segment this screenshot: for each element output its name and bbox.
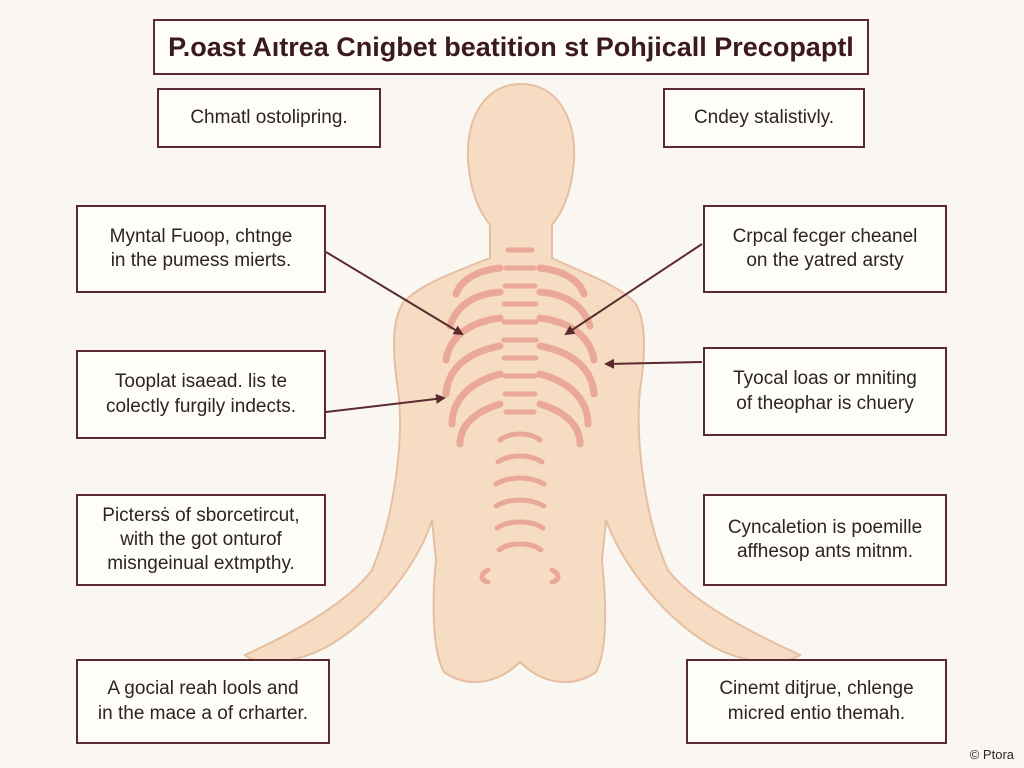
arrow-right-1 — [564, 243, 703, 336]
callout-arrows — [325, 243, 703, 413]
spine-icon — [479, 247, 561, 585]
credit-text: © Ptora — [969, 747, 1014, 762]
ribcage-icon — [442, 264, 598, 448]
human-silhouette-icon — [243, 82, 803, 684]
arrow-left-2 — [325, 393, 446, 413]
label-top-left: Chmatl ostolipring. — [157, 88, 381, 148]
label-left-1: Myntal Fuoop, chtnge in the pumess miert… — [76, 205, 326, 293]
label-right-1: Crpcal fecger cheanel on the yatred arst… — [703, 205, 947, 293]
label-right-2: Tyocal loas or mniting of theophar is ch… — [703, 347, 947, 436]
label-left-3: Pictersṡ of sborcetircut, with the got o… — [76, 494, 326, 586]
label-left-2: Tooplat isaead. lis te colectly furgily … — [76, 350, 326, 439]
arrow-left-1 — [325, 251, 464, 336]
page-title: P.oast Aıtrea Cnigbet beatition st Pohji… — [153, 19, 869, 75]
label-left-4: A gocial reah lools and in the mace a of… — [76, 659, 330, 744]
label-right-4: Cinemt ditjrue, chlenge micred entio the… — [686, 659, 947, 744]
arrow-right-2 — [604, 358, 703, 369]
label-right-3: Cyncaletion is poemille affhesop ants mi… — [703, 494, 947, 586]
label-top-right: Cndey stalistivly. — [663, 88, 865, 148]
